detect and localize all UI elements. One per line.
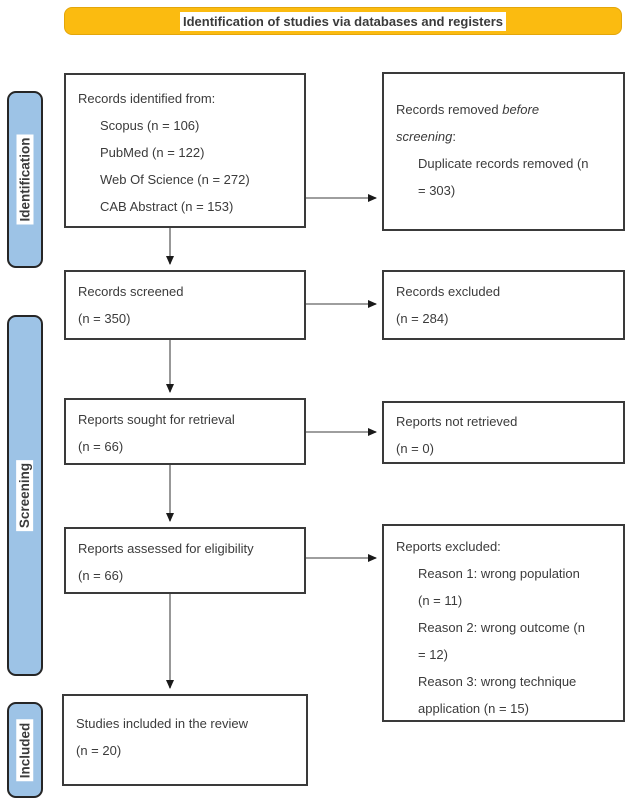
records-screened-text: Records screened [78, 284, 184, 299]
studies-included-count: (n = 20) [76, 743, 122, 758]
box-records-excluded: Records excluded (n = 284) [382, 270, 625, 340]
records-identified-item: PubMed (n = 122) [100, 145, 205, 160]
diagram-title-banner: Identification of studies via databases … [64, 7, 622, 35]
records-identified-item: CAB Abstract (n = 153) [100, 199, 234, 214]
records-excluded-text: Records excluded [396, 284, 501, 299]
phase-label-screening-text: Screening [16, 459, 34, 532]
reports-excluded-reason: Reason 1: wrong population (n = 11) [418, 566, 580, 608]
records-identified-heading: Records identified from: [78, 91, 216, 106]
box-records-removed: Records removed before screening: Duplic… [382, 72, 625, 231]
box-records-screened: Records screened (n = 350) [64, 270, 306, 340]
studies-included-text: Studies included in the review [76, 716, 248, 731]
box-studies-included: Studies included in the review (n = 20) [62, 694, 308, 786]
phase-label-included: Included [7, 702, 43, 798]
records-removed-item: Duplicate records removed (n = 303) [418, 156, 589, 198]
reports-assessed-text: Reports assessed for eligibility [78, 541, 254, 556]
phase-label-identification: Identification [7, 91, 43, 268]
reports-excluded-reason: Reason 3: wrong technique application (n… [418, 674, 577, 716]
reports-sought-text: Reports sought for retrieval [78, 412, 235, 427]
reports-excluded-reason: Reason 2: wrong outcome (n = 12) [418, 620, 585, 662]
records-screened-count: (n = 350) [78, 311, 131, 326]
box-reports-excluded: Reports excluded: Reason 1: wrong popula… [382, 524, 625, 722]
diagram-title: Identification of studies via databases … [179, 11, 507, 31]
records-removed-heading: Records removed before screening: [396, 102, 540, 144]
reports-not-retrieved-text: Reports not retrieved [396, 414, 518, 429]
box-records-identified: Records identified from: Scopus (n = 106… [64, 73, 306, 228]
phase-label-included-text: Included [16, 719, 34, 781]
records-identified-item: Scopus (n = 106) [100, 118, 200, 133]
records-excluded-count: (n = 284) [396, 311, 449, 326]
reports-not-retrieved-count: (n = 0) [396, 441, 434, 456]
box-reports-not-retrieved: Reports not retrieved (n = 0) [382, 401, 625, 464]
records-removed-italic-phrase: before screening [396, 102, 540, 144]
phase-label-screening: Screening [7, 315, 43, 676]
reports-assessed-count: (n = 66) [78, 568, 124, 583]
box-reports-sought: Reports sought for retrieval (n = 66) [64, 398, 306, 465]
box-reports-assessed: Reports assessed for eligibility (n = 66… [64, 527, 306, 594]
reports-excluded-heading: Reports excluded: [396, 539, 501, 554]
phase-label-identification-text: Identification [16, 134, 34, 225]
reports-sought-count: (n = 66) [78, 439, 124, 454]
records-identified-item: Web Of Science (n = 272) [100, 172, 250, 187]
